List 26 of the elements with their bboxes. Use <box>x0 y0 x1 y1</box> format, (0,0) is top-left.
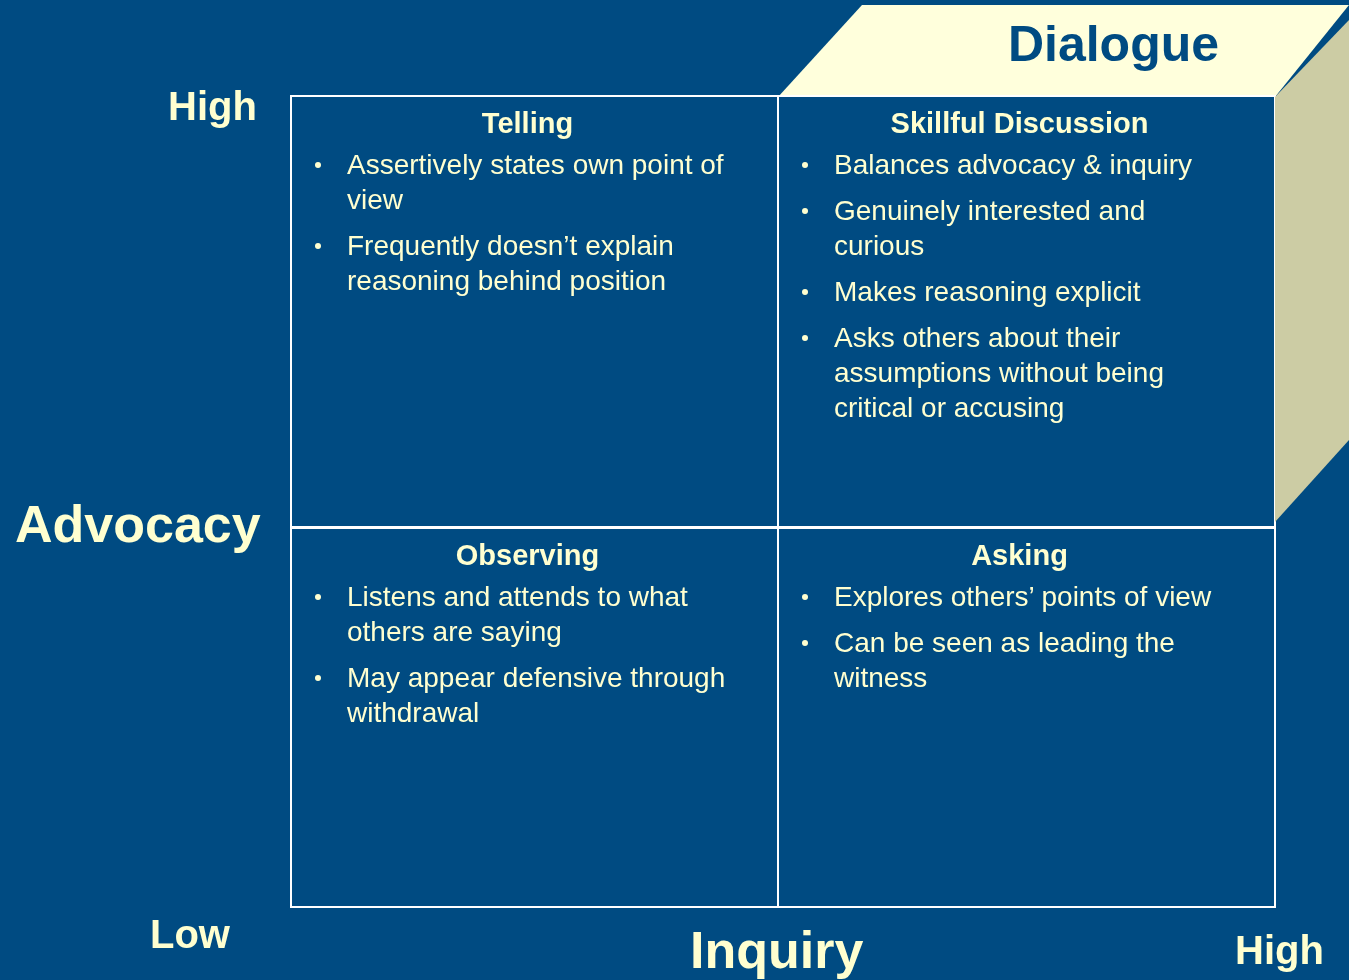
bullet-text: Frequently doesn’t explain reasoning behind position <box>347 229 675 298</box>
cube-title: Dialogue <box>1006 15 1221 73</box>
quadrant-heading: Skillful Discussion <box>889 106 1150 141</box>
quadrant-box <box>777 527 1276 908</box>
axis-label: High <box>1235 928 1324 973</box>
quadrant-box <box>777 95 1276 528</box>
bullet-text: Balances advocacy & inquiry <box>834 148 1193 182</box>
quadrant-heading: Asking <box>970 538 1069 573</box>
bullet-text: Assertively states own point of view <box>347 148 725 217</box>
axis-label: High <box>168 84 257 129</box>
axis-label: Advocacy <box>15 494 261 554</box>
cube-top-face <box>778 5 1349 98</box>
bullet-text: Genuinely interested and curious <box>834 194 1147 263</box>
bullet-text: May appear defensive through withdrawal <box>347 661 727 730</box>
quadrant-heading: Telling <box>480 106 575 141</box>
bullet-text: Asks others about their assumptions without being critical or accusing <box>834 321 1165 425</box>
bullet-text: Listens and attends to what others are saying <box>347 580 689 649</box>
axis-label: Low <box>150 912 230 957</box>
bullet-text: Can be seen as leading the witness <box>834 626 1176 695</box>
quadrant-heading: Observing <box>454 538 601 573</box>
axis-label: Inquiry <box>690 920 864 980</box>
quadrant-box <box>290 527 779 908</box>
bullet-text: Makes reasoning explicit <box>834 275 1142 309</box>
bullet-text: Explores others’ points of view <box>834 580 1213 614</box>
cube-side-face <box>1275 20 1349 522</box>
quadrant-box <box>290 95 779 528</box>
